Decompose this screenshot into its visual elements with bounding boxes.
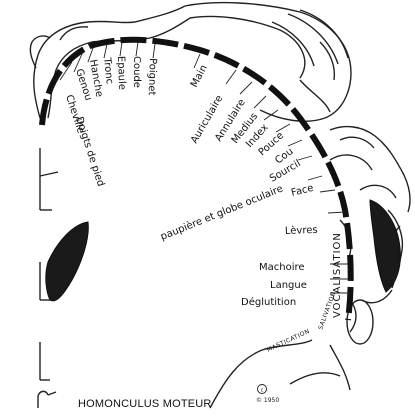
body-part-label: Poignet (146, 58, 158, 96)
vocalisation-label: VOCALISATION (332, 232, 343, 318)
body-part-label: paupière et globe oculaire (159, 183, 285, 243)
throat-drawing (210, 300, 373, 408)
body-part-label: Déglutition (241, 296, 296, 308)
diagram-caption: HOMONCULUS MOTEUR (78, 398, 212, 410)
body-part-label: Epaule (115, 56, 127, 90)
copyright-mark: c © 1950 (256, 385, 279, 405)
body-part-label: Lèvres (285, 224, 318, 237)
body-part-label: Face (290, 183, 315, 199)
insula-shape (46, 222, 88, 301)
body-part-label: Main (189, 63, 210, 89)
body-part-label: Langue (270, 280, 307, 291)
body-part-label: Coude (131, 56, 142, 88)
svg-text:c: c (261, 388, 264, 394)
mastication-label: MASTICATION (266, 328, 311, 354)
mouth-shape (370, 200, 400, 292)
body-part-label: Machoire (259, 262, 305, 273)
body-part-label: Tronc (101, 56, 115, 84)
copyright-text: © 1950 (256, 397, 279, 404)
